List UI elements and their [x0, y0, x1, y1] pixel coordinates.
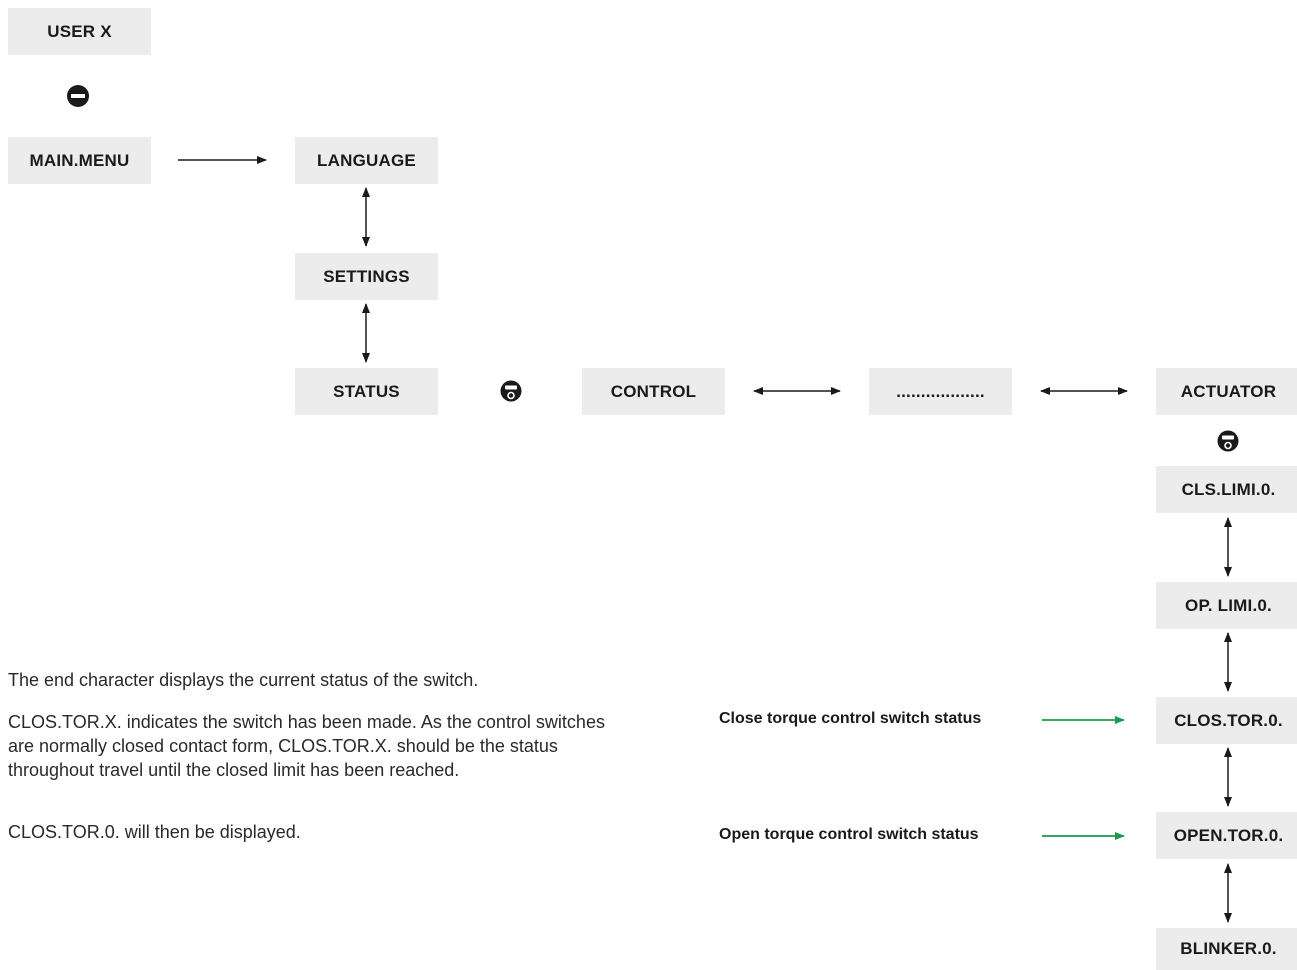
label-open-torque: Open torque control switch status [719, 826, 979, 843]
node-actuator: ACTUATOR [1156, 368, 1297, 415]
node-cls-limi: CLS.LIMI.0. [1156, 466, 1297, 513]
description-p2: CLOS.TOR.X. indicates the switch has bee… [8, 712, 605, 780]
node-control: CONTROL [582, 368, 725, 415]
node-settings: SETTINGS [295, 253, 438, 300]
node-blinker: BLINKER.0. [1156, 928, 1297, 970]
description-p3: CLOS.TOR.0. will then be displayed. [8, 822, 301, 842]
node-op-limi: OP. LIMI.0. [1156, 582, 1297, 629]
node-main-menu: MAIN.MENU [8, 137, 151, 184]
node-user-x: USER X [8, 8, 151, 55]
node-status: STATUS [295, 368, 438, 415]
node-language: LANGUAGE [295, 137, 438, 184]
selector-knob-icon [1217, 430, 1239, 452]
node-open-tor: OPEN.TOR.0. [1156, 812, 1297, 859]
node-clos-tor: CLOS.TOR.0. [1156, 697, 1297, 744]
label-close-torque: Close torque control switch status [719, 710, 982, 727]
stop-icon [67, 85, 89, 107]
node-ellipsis: .................. [869, 368, 1012, 415]
description-p1: The end character displays the current s… [8, 670, 479, 690]
selector-knob-icon [500, 380, 522, 402]
